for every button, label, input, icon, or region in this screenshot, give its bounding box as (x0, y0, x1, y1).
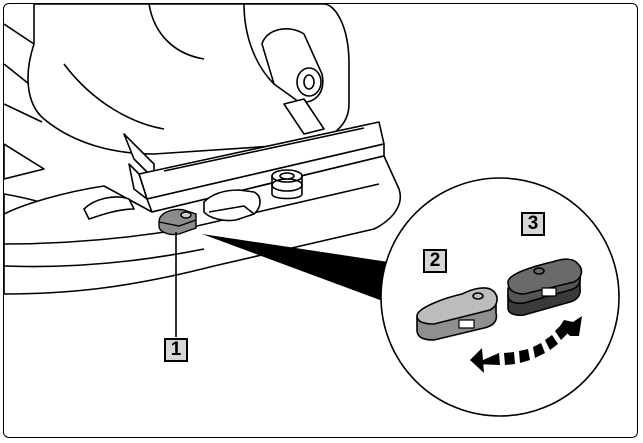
zoom-circle (380, 177, 620, 417)
rail-handle (203, 189, 261, 222)
seat-illustration (4, 4, 620, 417)
callout-2: 2 (423, 249, 447, 273)
diagram-frame: 1 2 3 (3, 3, 638, 438)
callout-1: 1 (164, 338, 188, 362)
zoom-wedge (202, 234, 402, 306)
rail-knob (271, 169, 303, 200)
latch-lever-small (158, 208, 197, 236)
lever-locked (507, 258, 583, 317)
callout-3: 3 (521, 212, 545, 236)
lever-unlocked (416, 287, 498, 341)
rotate-arrow (470, 316, 582, 373)
